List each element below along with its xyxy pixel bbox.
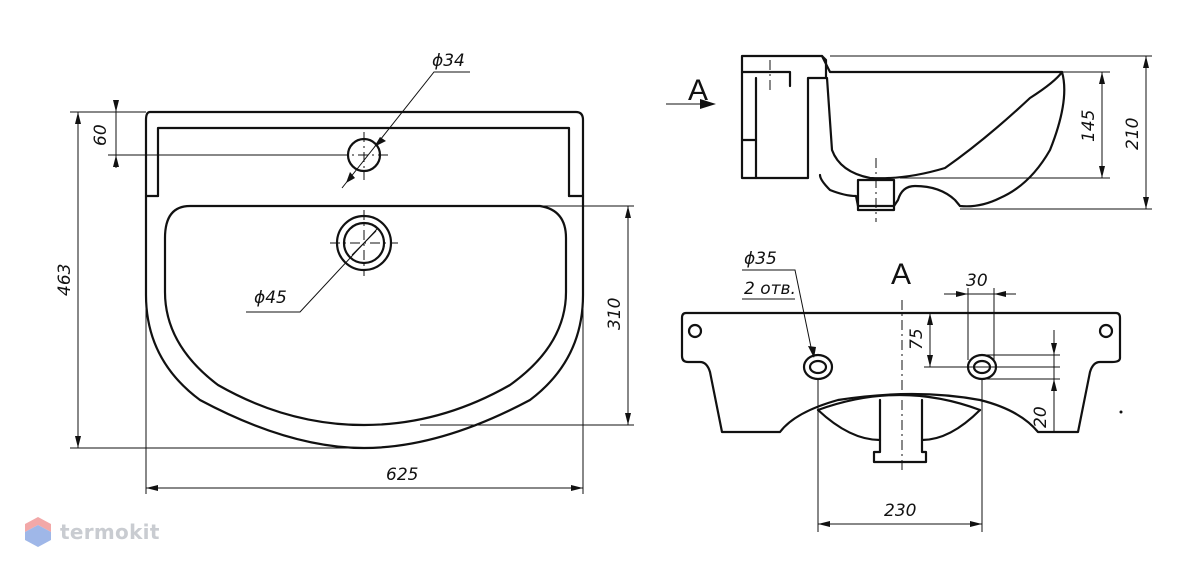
dim-hole-faucet: ϕ34	[432, 51, 465, 71]
rear-view: A	[680, 258, 1123, 470]
dim-mount-spacing: 230	[884, 501, 916, 521]
rear-view-dimensions: ϕ35 2 отв. 30 75 20 230	[742, 249, 1060, 532]
side-bottom	[818, 70, 1066, 208]
side-profile	[740, 54, 1064, 180]
side-view-arrow-label: A	[688, 74, 708, 107]
corner-hole-right	[1098, 323, 1114, 339]
mount-hole-left	[802, 353, 834, 381]
dim-mount-offset: 20	[1031, 406, 1051, 428]
dim-drain: ϕ45	[254, 288, 287, 308]
dim-side-total-height: 210	[1123, 118, 1143, 150]
termokit-logo-icon	[25, 517, 51, 547]
bowl-inner	[163, 204, 568, 427]
dim-mount-height: 75	[907, 328, 927, 350]
rear-drain	[872, 398, 928, 464]
corner-hole-left	[687, 323, 703, 339]
rear-outline	[680, 311, 1122, 434]
brand-watermark: termokit	[24, 516, 160, 548]
side-view: A	[666, 54, 1066, 222]
dim-mount-holes: ϕ35	[744, 249, 777, 269]
top-view	[144, 110, 585, 450]
basin-outline	[144, 110, 585, 450]
brand-name: termokit	[60, 520, 160, 544]
dim-side-bowl-height: 145	[1079, 110, 1099, 142]
side-view-dimensions: 145 210	[830, 55, 1152, 210]
dim-total-depth: 463	[55, 264, 75, 296]
dim-bowl-depth: 310	[605, 298, 625, 330]
dim-width: 625	[386, 465, 418, 485]
top-view-dimensions: ϕ34 ϕ45 60 463 625 310	[55, 51, 634, 494]
rear-view-label: A	[891, 258, 911, 291]
dim-rim-depth: 60	[91, 124, 111, 146]
dim-mount-spacing-small: 30	[966, 271, 988, 291]
rim-back-wall	[156, 126, 571, 198]
dim-mount-holes-count: 2 отв.	[744, 279, 796, 299]
